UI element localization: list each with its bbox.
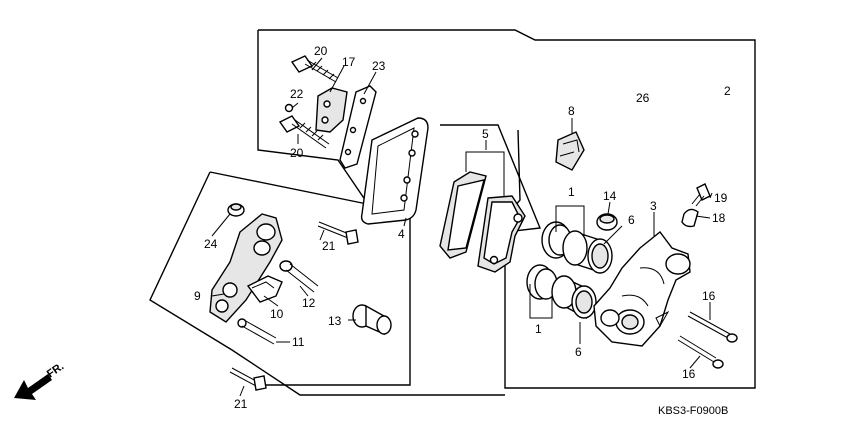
- callout-11: 11: [292, 335, 305, 349]
- callout-18: 18: [712, 211, 726, 225]
- callout-6-lower: 6: [575, 345, 582, 359]
- callout-6-upper: 6: [628, 213, 635, 227]
- callout-1-lower: 1: [535, 322, 542, 336]
- caliper-body: [593, 231, 691, 347]
- callout-17: 17: [342, 55, 356, 69]
- collar: [227, 203, 245, 217]
- pad-retainer: [246, 275, 283, 303]
- callout-1-upper: 1: [568, 185, 575, 199]
- callout-20-upper: 20: [314, 44, 328, 58]
- mounting-bolt-lower: [229, 367, 267, 391]
- callout-10: 10: [270, 307, 284, 321]
- bolt-lower: [278, 115, 330, 149]
- caliper-cap: [596, 213, 618, 231]
- callout-24: 24: [204, 237, 218, 251]
- caliper-bolt: [352, 304, 392, 336]
- callout-23: 23: [372, 59, 386, 73]
- mounting-bolt-upper: [317, 221, 359, 245]
- callout-3: 3: [650, 199, 657, 213]
- callout-8: 8: [568, 104, 575, 118]
- callout-14: 14: [603, 189, 617, 203]
- callout-22: 22: [290, 87, 304, 101]
- bracket-pin: [237, 318, 277, 345]
- retainer-clip: [555, 131, 585, 171]
- sleeve-pin: [279, 260, 319, 293]
- callout-4: 4: [398, 227, 405, 241]
- callout-2: 2: [724, 84, 731, 98]
- leader-lines: [211, 57, 713, 397]
- bleeder-valve: [691, 183, 711, 207]
- piston-upper: [541, 221, 613, 274]
- callout-16-upper: 16: [702, 289, 716, 303]
- callout-9: 9: [194, 289, 201, 303]
- brake-pads: [439, 171, 526, 273]
- callout-21-lower: 21: [234, 397, 248, 411]
- shim-plate: [360, 117, 429, 225]
- callout-12: 12: [302, 296, 316, 310]
- callout-13: 13: [328, 314, 342, 328]
- piston-lower: [526, 264, 597, 320]
- pad-pin-upper: [687, 311, 738, 343]
- callout-5: 5: [482, 127, 489, 141]
- front-direction-arrow-icon: FR.: [14, 360, 66, 400]
- callout-20-lower: 20: [290, 146, 304, 160]
- callout-16-lower: 16: [682, 367, 696, 381]
- caliper-bracket: [209, 213, 283, 323]
- pad-pin: [284, 103, 294, 113]
- shim-strip: [339, 85, 377, 169]
- pad-pin-lower: [677, 335, 724, 369]
- pad-spring: [315, 87, 348, 133]
- callout-labels: 20 17 23 22 20 8 26 2 5 1 14 6 3 19 18 4…: [194, 44, 731, 411]
- bleeder-cap: [681, 208, 699, 228]
- callout-19: 19: [714, 191, 728, 205]
- bolt-upper: [290, 55, 339, 83]
- callout-26: 26: [636, 91, 650, 105]
- diagram-code: KBS3-F0900B: [658, 405, 728, 417]
- callout-21-upper: 21: [322, 239, 336, 253]
